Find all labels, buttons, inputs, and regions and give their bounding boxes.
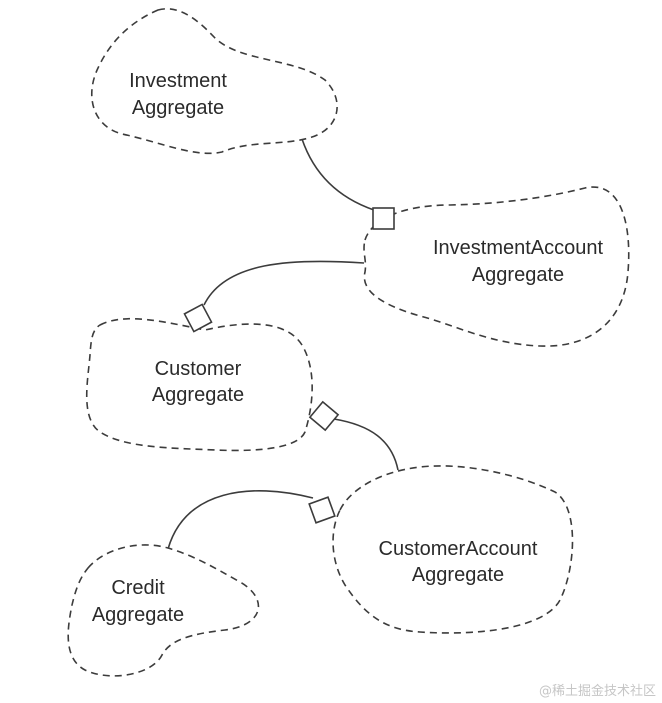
aggregate-credit-boundary — [67, 544, 260, 677]
aggregate-investment-boundary — [90, 8, 338, 155]
aggregate-customer-account-line1: CustomerAccount — [379, 538, 538, 560]
aggregate-credit-line1: Credit — [111, 577, 165, 599]
aggregate-investment-account-line1: InvestmentAccount — [433, 237, 604, 259]
aggregate-investment-line1: Investment — [129, 70, 227, 92]
aggregate-customer-line1: Customer — [155, 358, 242, 380]
aggregate-customer-account: CustomerAccount Aggregate — [332, 465, 574, 634]
connector-customer-to-customer-account — [333, 418, 399, 471]
aggregate-customer-account-line2: Aggregate — [412, 564, 504, 586]
aggregate-customer-boundary — [85, 317, 313, 452]
aggregate-customer: Customer Aggregate — [85, 317, 313, 452]
aggregate-investment: Investment Aggregate — [90, 8, 338, 155]
connector-investment-account-to-customer — [203, 260, 365, 306]
aggregate-credit: Credit Aggregate — [67, 544, 260, 677]
aggregate-investment-account-line2: Aggregate — [472, 264, 564, 286]
aggregate-customer-account-boundary — [332, 465, 574, 634]
aggregate-investment-account-boundary — [363, 186, 630, 347]
aggregate-customer-line2: Aggregate — [152, 384, 244, 406]
association-marker-customer-top — [183, 303, 213, 333]
aggregate-credit-line2: Aggregate — [92, 604, 184, 626]
aggregate-investment-line2: Aggregate — [132, 97, 224, 119]
aggregate-investment-account: InvestmentAccount Aggregate — [363, 186, 630, 347]
connector-investment-to-investment-account — [301, 138, 375, 211]
watermark: @稀土掘金技术社区 — [538, 684, 656, 699]
connector-credit-to-customer-account — [167, 489, 314, 550]
association-marker-customer-account — [308, 496, 336, 524]
association-marker-customer-right — [308, 400, 340, 432]
association-marker-investment-account — [372, 207, 395, 230]
